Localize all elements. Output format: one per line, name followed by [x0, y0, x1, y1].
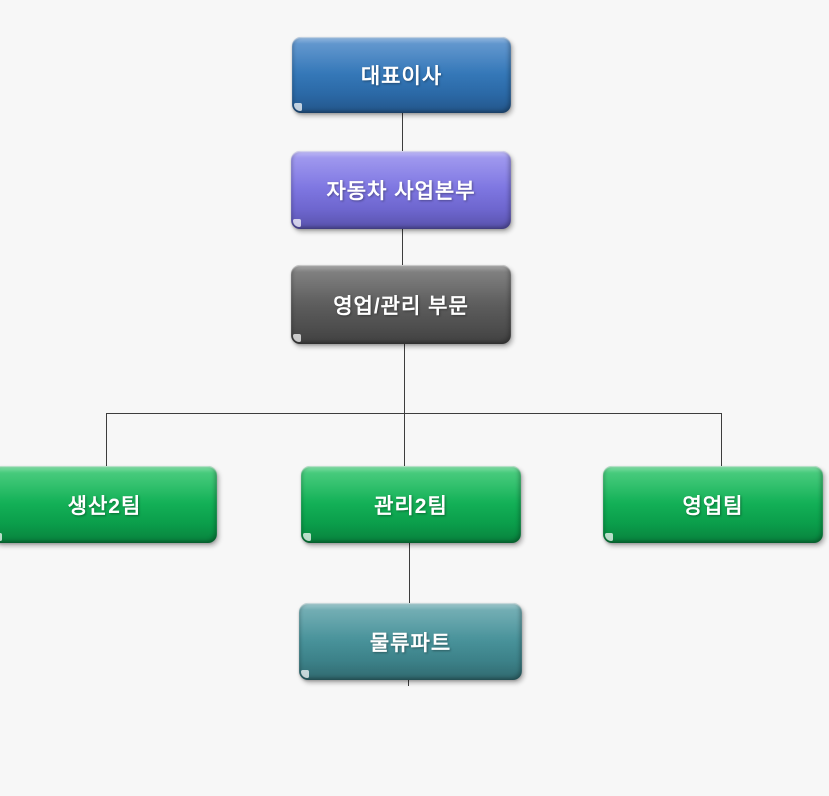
org-node-logistics-part-label: 물류파트: [369, 631, 452, 655]
connector-ceo-division: [402, 113, 403, 151]
org-node-sales-team-label: 영업팀: [682, 494, 744, 518]
org-node-admin-team-2[interactable]: 관리2팀: [301, 466, 521, 543]
org-node-production-team-2[interactable]: 생산2팀: [0, 466, 217, 543]
org-node-ceo-label: 대표이사: [360, 65, 443, 88]
connector-drop-left: [106, 413, 107, 466]
org-node-sales-team[interactable]: 영업팀: [603, 466, 823, 543]
org-node-auto-business-division-label: 자동차 사업본부: [326, 180, 476, 203]
org-node-production-team-2-label: 생산2팀: [67, 494, 142, 518]
connector-drop-right: [721, 413, 722, 466]
connector-team2-logistics: [409, 543, 410, 603]
org-node-admin-team-2-label: 관리2팀: [374, 494, 448, 518]
org-node-auto-business-division[interactable]: 자동차 사업본부: [291, 151, 511, 229]
connector-division-dept: [402, 229, 403, 265]
org-node-sales-admin-division[interactable]: 영업/관리 부문: [291, 265, 511, 344]
org-node-ceo[interactable]: 대표이사: [292, 37, 511, 113]
connector-horizontal-rail: [106, 413, 722, 414]
org-node-logistics-part[interactable]: 물류파트: [299, 603, 522, 680]
org-node-sales-admin-division-label: 영업/관리 부문: [333, 294, 469, 318]
connector-logistics-stub: [408, 680, 409, 686]
connector-dept-to-rail: [404, 344, 405, 466]
